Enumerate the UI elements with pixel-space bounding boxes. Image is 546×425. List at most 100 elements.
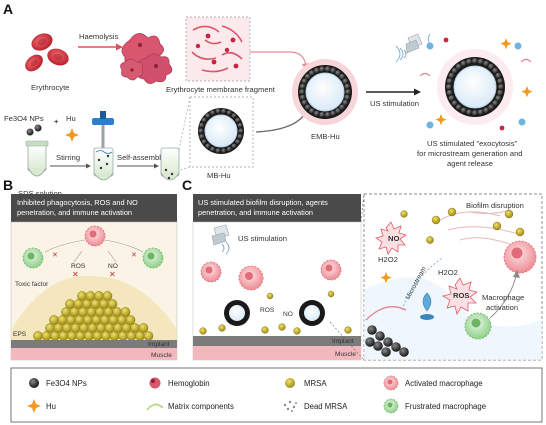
fe3o4-np	[199, 134, 205, 140]
fe3o4-np	[215, 108, 221, 114]
panel-b-muscle-label: Muscle	[151, 352, 172, 359]
panel-b-header-line-1: Inhibited phagocytosis, ROS and NO	[17, 198, 138, 207]
fe3o4-np	[495, 95, 502, 102]
zoom-no-label: NO	[388, 234, 399, 243]
panel-c-ros-label: ROS	[260, 307, 275, 314]
mrsa	[327, 290, 335, 298]
emb-hu-core	[305, 72, 345, 112]
panel-c-header-line-1: US stimulated biofilm disruption, agents	[198, 198, 328, 207]
mrsa	[199, 327, 207, 335]
fe3o4-np	[205, 113, 211, 119]
fe3o4-np	[309, 108, 315, 114]
membrane-fragments	[191, 25, 243, 73]
mrsa	[45, 323, 55, 333]
fe3o4-np	[497, 89, 504, 96]
fe3o4-np	[466, 109, 473, 116]
fe3o4-np	[477, 109, 484, 116]
legend-box	[10, 367, 543, 423]
fe3o4-np	[345, 89, 351, 95]
fe3o4-np	[455, 104, 462, 111]
mrsa	[492, 221, 502, 231]
stirring-label: Stirring	[56, 153, 80, 162]
panel-a-label: A	[3, 1, 13, 17]
hu-label: Hu	[66, 114, 76, 123]
activated-macrophage	[200, 261, 222, 283]
fe3o4-np	[483, 107, 490, 114]
fe3o4-np	[492, 67, 499, 74]
mrsa	[426, 236, 434, 244]
fe3o4-np	[301, 99, 308, 106]
microstream-path	[401, 257, 443, 311]
exocytosis-caption-2: for microstream generation and	[417, 149, 523, 158]
legend-dead-mrsa-label: Dead MRSA	[304, 402, 348, 411]
fe3o4-np	[373, 341, 383, 351]
ros-burst-icon	[441, 277, 478, 316]
fe3o4-nanoparticle-chain	[365, 325, 409, 357]
biofilm-mrsa-cluster	[400, 207, 525, 244]
membrane-to-emb-arrow	[250, 51, 307, 67]
fe3o4-np	[375, 331, 385, 341]
mrsa	[447, 207, 457, 217]
released-agents	[419, 33, 533, 131]
fe3o4-np	[488, 63, 495, 70]
h2o2-label-b: H2O2	[438, 268, 458, 277]
zoom-guide	[178, 96, 191, 151]
mrsa	[112, 307, 122, 317]
fe3o4-np	[198, 128, 204, 134]
hu-icon	[65, 128, 79, 142]
activated-macrophage	[320, 259, 342, 281]
hemoglobin-icon	[149, 377, 161, 389]
exocytosis-caption-3: agent release	[447, 159, 493, 168]
blocked-x-icon: ✕	[52, 252, 58, 259]
legend-fe3o4: Fe3O4 NPs	[29, 378, 87, 388]
matrix-icon	[146, 403, 164, 411]
fe3o4-np	[330, 110, 337, 117]
us-waves	[221, 241, 230, 255]
fe3o4-np	[330, 67, 337, 74]
fe3o4-np	[344, 83, 351, 90]
legend-activated-label: Activated macrophage	[405, 379, 483, 388]
frustrated-macrophage	[142, 247, 164, 269]
mrsa	[70, 323, 81, 333]
mrsa	[94, 291, 104, 301]
fe3o4-np	[235, 139, 241, 145]
mrsa	[62, 323, 72, 333]
self-assembly-label: Self-assembly	[117, 153, 165, 162]
fe3o4-np	[299, 94, 306, 101]
fluid-region	[364, 277, 542, 360]
fe3o4-np	[221, 148, 227, 154]
panel-b-header	[11, 194, 177, 222]
fe3o4-np	[446, 78, 453, 85]
fe3o4-np	[304, 104, 311, 111]
mrsa	[400, 210, 408, 218]
fe3o4-np	[342, 99, 349, 106]
macrophage-activation-label-1: Macrophage	[482, 293, 524, 302]
exocytosis-nanoparticle-ring	[446, 58, 504, 116]
fe3o4-np	[26, 128, 34, 136]
fe3o4-np	[477, 58, 484, 65]
fe3o4-np	[301, 78, 308, 85]
fe3o4-np	[235, 117, 241, 123]
fe3o4-np	[324, 66, 331, 73]
fe3o4-np	[451, 67, 458, 74]
fe3o4-np	[460, 60, 467, 67]
mrsa	[77, 291, 87, 301]
frustrated-macrophage	[22, 247, 44, 269]
fe3o4-np	[448, 95, 455, 102]
mrsa	[130, 323, 140, 333]
mrsa	[344, 326, 352, 334]
activation-arrow	[489, 275, 517, 319]
legend-dead-mrsa: Dead MRSA	[283, 400, 348, 412]
panel-b-no-label: NO	[108, 263, 118, 270]
released-agent-droplet	[420, 292, 434, 320]
legend-fe3o4-label: Fe3O4 NPs	[46, 379, 87, 388]
fe3o4-np	[342, 78, 349, 85]
fe3o4-np	[448, 72, 455, 79]
activated-macrophage	[238, 265, 264, 291]
fe3o4-np	[210, 146, 216, 152]
fe3o4-np	[497, 78, 504, 85]
mrsa	[87, 323, 98, 333]
panel-b-arrows	[44, 239, 144, 263]
mrsa	[65, 299, 75, 309]
mb-hu-nanoparticle-ring	[198, 108, 244, 154]
